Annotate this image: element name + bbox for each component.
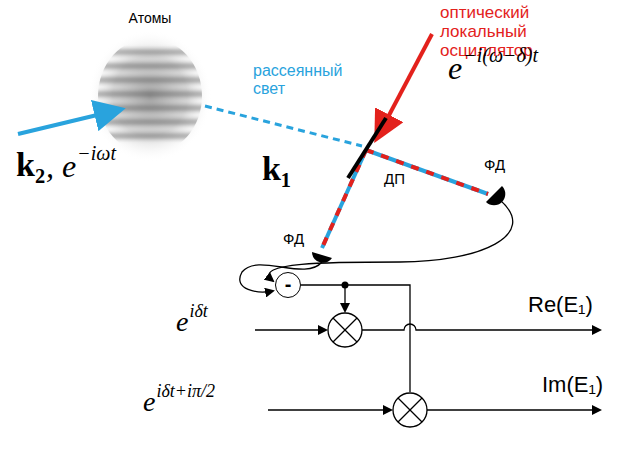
wire — [344, 285, 345, 311]
wire — [427, 409, 600, 410]
atom-cloud-node: Атомы — [92, 10, 208, 160]
component-label: ФД — [484, 156, 505, 173]
signal-name: Re(E₁) — [528, 292, 593, 318]
math-base: , e — [46, 148, 76, 185]
signal-name: Im(E₁) — [542, 372, 603, 398]
beam-splitter — [348, 118, 386, 178]
wire — [362, 324, 600, 330]
subtractor-circle: - — [275, 272, 301, 298]
node-text: - — [285, 274, 292, 294]
multiplier-symbol — [393, 393, 427, 427]
math-base: e — [448, 50, 462, 87]
scattered-beam — [205, 106, 362, 146]
mixed-beam — [366, 150, 488, 194]
component-label: ДП — [384, 170, 405, 187]
incident-beam — [18, 110, 118, 134]
wire — [255, 329, 326, 330]
wave-vector: k₂ — [16, 146, 45, 184]
photodetector — [312, 252, 332, 263]
mixed-beam — [322, 150, 366, 248]
math-base: e — [143, 386, 155, 418]
mixed-beam — [322, 150, 366, 248]
math-base: e — [176, 306, 188, 338]
math-exponent: iδt — [189, 301, 207, 322]
math-exponent: iδt+iπ/2 — [156, 381, 215, 402]
mixed-beam — [366, 150, 488, 194]
beam-label: рассеянный свет — [253, 62, 349, 98]
atom-lattice — [90, 52, 210, 136]
wire — [301, 285, 410, 392]
multiplier-symbol — [328, 313, 362, 347]
math-exponent: −iωt — [77, 142, 116, 165]
math-exponent: −i(ω−δ)t — [463, 44, 538, 67]
wire — [268, 409, 391, 410]
node-text: Атомы — [92, 10, 208, 26]
component-label: ФД — [283, 230, 304, 247]
wave-vector: k₁ — [262, 150, 291, 188]
